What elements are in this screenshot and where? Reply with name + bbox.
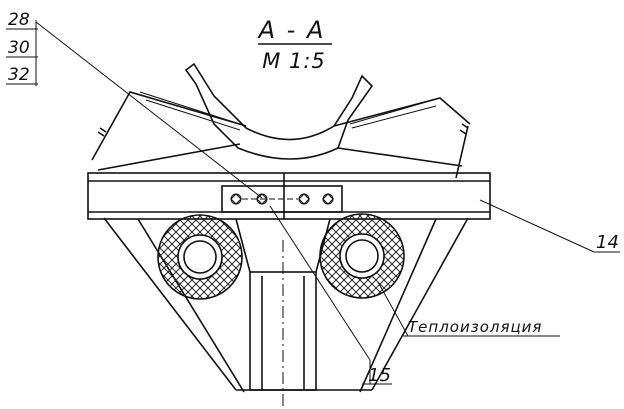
lower-support: [103, 217, 469, 408]
bolt: [298, 193, 310, 205]
callout-15-leader: [269, 205, 371, 361]
bolt: [322, 193, 334, 205]
right-insulated-pipe: [319, 213, 405, 299]
bolt: [230, 193, 242, 205]
section-scale-text: M 1:5: [262, 49, 326, 73]
joint-plate: [221, 185, 343, 213]
upper-cradle: [91, 62, 471, 179]
insulation-leader: [377, 281, 409, 337]
callout-stack: 28 30 32: [6, 10, 263, 199]
callout-32: 32: [8, 65, 30, 85]
bolt-row: [230, 193, 334, 205]
callout-14-leader: [479, 199, 595, 253]
callout-30: 30: [8, 38, 30, 58]
callout-14: 14: [479, 199, 620, 253]
callout-stack-leader: [35, 21, 263, 199]
callout-28: 28: [8, 10, 30, 30]
callout-15: 15: [269, 205, 392, 386]
left-insulated-pipe: [157, 214, 243, 300]
callout-15-label: 15: [368, 365, 391, 386]
section-title: A - A M 1:5: [257, 16, 332, 73]
insulation-callout: Теплоизоляция: [377, 281, 560, 337]
section-title-text: A - A: [257, 16, 326, 44]
insulation-label: Теплоизоляция: [408, 318, 542, 336]
callout-14-label: 14: [596, 232, 619, 253]
